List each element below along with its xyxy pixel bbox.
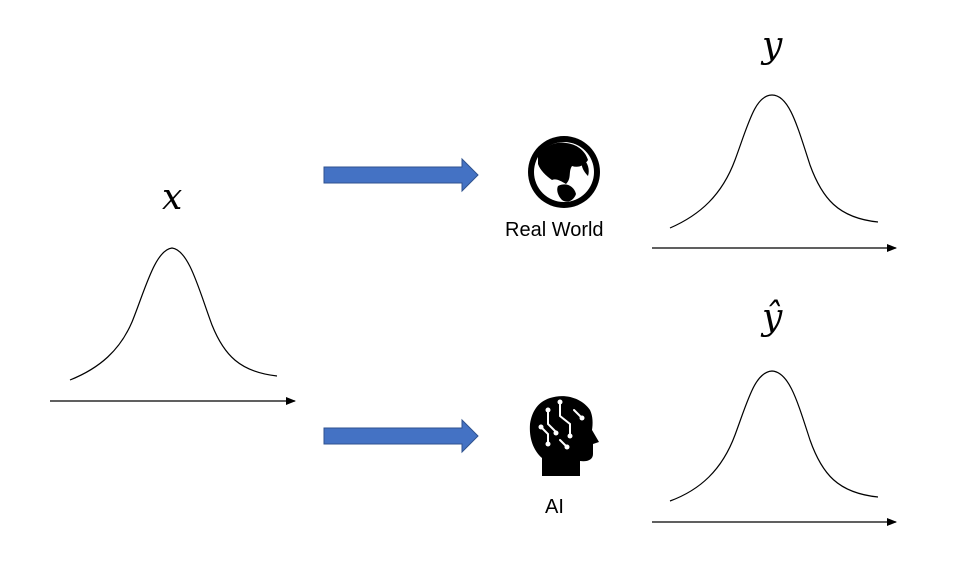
real-output-distribution: [652, 94, 897, 252]
input-label: x: [162, 177, 183, 218]
ai-output-bell-curve: [669, 370, 879, 502]
input-bell-curve: [69, 247, 278, 381]
globe-icon: [528, 136, 600, 208]
input-distribution: [50, 247, 296, 405]
ai-output-label: ŷ: [762, 297, 783, 338]
arrow-to-ai: [323, 418, 479, 454]
ai-head-icon: [529, 396, 599, 476]
real-world-caption: Real World: [505, 219, 604, 241]
ai-caption: AI: [545, 496, 564, 518]
arrow-to-real-world: [323, 157, 479, 193]
real-output-bell-curve: [669, 94, 879, 229]
real-output-label: y: [762, 25, 783, 66]
ai-output-distribution: [652, 370, 897, 526]
